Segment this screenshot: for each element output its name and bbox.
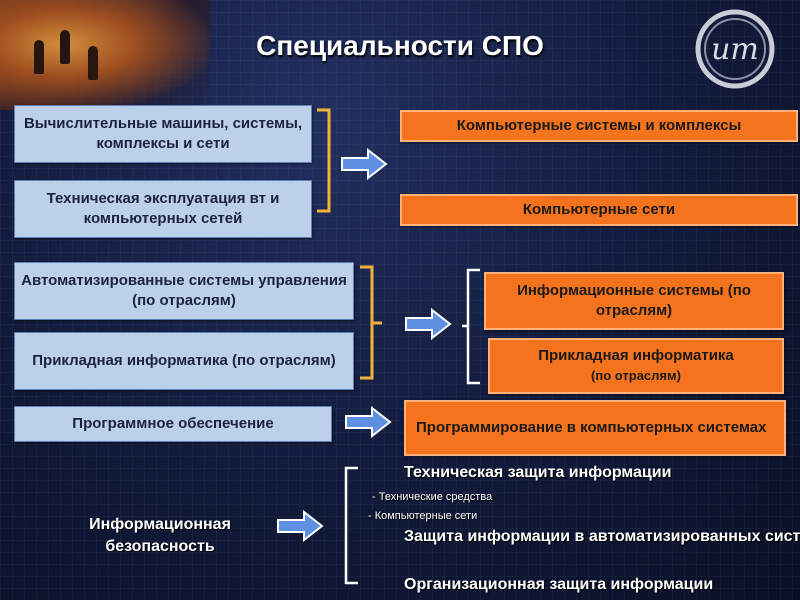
- arrow-icon: [341, 148, 388, 180]
- box-applied-informatics-right: Прикладная информатика (по отраслям): [488, 338, 784, 394]
- box-information-systems: Информационные системы (по отраслям): [484, 272, 784, 330]
- label-technical-protection: Техническая защита информации: [404, 464, 672, 481]
- arrow-icon: [277, 510, 324, 542]
- box-programming: Программирование в компьютерных системах: [404, 400, 786, 456]
- right-brace-group2: [462, 268, 480, 385]
- label-technical-means: - Технические средства: [372, 491, 493, 503]
- box-software: Программное обеспечение: [14, 406, 332, 442]
- left-brace-group1: [317, 108, 331, 213]
- box-automated-systems: Автоматизированные системы управления (п…: [14, 262, 354, 320]
- logo-icon: ит: [695, 9, 775, 89]
- corner-photo: [0, 0, 210, 110]
- left-brace-security: [344, 466, 358, 585]
- box-applied-informatics-left: Прикладная информатика (по отраслям): [14, 332, 354, 390]
- box-computer-networks: Компьютерные сети: [400, 194, 798, 226]
- arrow-icon: [405, 308, 452, 340]
- box-technical-operation: Техническая эксплуатация вт и компьютерн…: [14, 180, 312, 238]
- label-protection-automated: Защита информации в автоматизированных с…: [404, 528, 800, 545]
- label-organizational-protection: Организационная защита информации: [404, 576, 714, 593]
- box-computing-machines: Вычислительные машины, системы, комплекс…: [14, 105, 312, 163]
- label-information-security: Информационная безопасность: [89, 516, 231, 555]
- page-title: Специальности СПО: [256, 30, 544, 61]
- logo-text: ит: [711, 32, 759, 67]
- box-computer-systems: Компьютерные системы и комплексы: [400, 110, 798, 142]
- label-computer-networks-sub: - Компьютерные сети: [368, 510, 478, 522]
- left-brace-group2: [360, 265, 382, 380]
- arrow-icon: [345, 406, 392, 438]
